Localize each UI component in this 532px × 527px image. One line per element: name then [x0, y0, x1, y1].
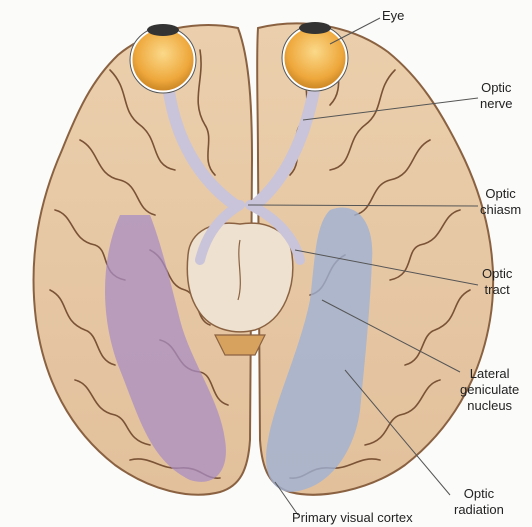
label-eye: Eye [382, 8, 404, 24]
label-optic-nerve: Optic nerve [480, 80, 513, 112]
label-optic-radiation: Optic radiation [454, 486, 504, 518]
label-optic-chiasm: Optic chiasm [480, 186, 521, 218]
label-lateral-geniculate-nucleus: Lateral geniculate nucleus [460, 366, 519, 414]
label-optic-tract: Optic tract [482, 266, 512, 298]
label-primary-visual-cortex: Primary visual cortex [292, 510, 413, 526]
